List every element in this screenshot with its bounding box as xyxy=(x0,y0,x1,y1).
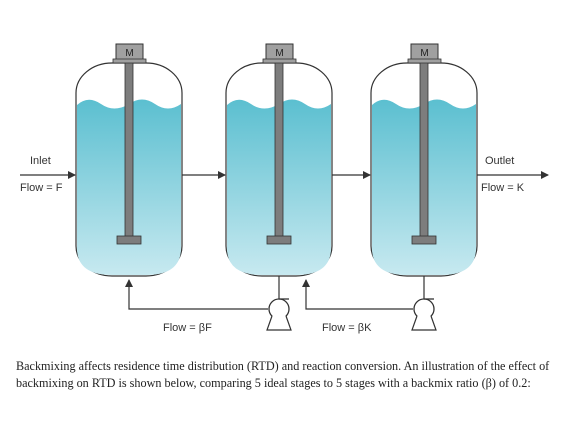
tank-2-impeller xyxy=(266,235,292,245)
recycle-2-flow-label: Flow = βK xyxy=(322,322,372,334)
recycle-loop-1: Flow = βF xyxy=(125,276,292,334)
recycle-2-pump xyxy=(411,298,437,331)
tank-2: M xyxy=(225,43,333,277)
tank-3-motor-label: M xyxy=(420,48,428,59)
tank-1-motor-mount xyxy=(112,58,147,64)
caption-text: Backmixing affects residence time distri… xyxy=(16,359,550,390)
outlet-label: Outlet xyxy=(485,155,514,167)
tank-3-shaft xyxy=(419,61,429,241)
tank-2-motor-label: M xyxy=(275,48,283,59)
recycle-loop-2: Flow = βK xyxy=(302,276,437,334)
recycle-1-pump xyxy=(266,298,292,331)
tank-3-motor-mount xyxy=(407,58,442,64)
recycle-1-flow-label: Flow = βF xyxy=(163,322,212,334)
recycle-2-return-line xyxy=(302,279,413,310)
tank-1-motor-label: M xyxy=(125,48,133,59)
tank-3: M xyxy=(370,43,478,277)
outlet-flow-label: Flow = K xyxy=(481,182,525,194)
recycle-1-return-line xyxy=(125,279,268,310)
tank-1-impeller xyxy=(116,235,142,245)
tank-3-impeller xyxy=(411,235,437,245)
cstr-cascade-diagram: M M M Inlet Flow = F Outlet Flow = K xyxy=(20,43,549,334)
tank-1-shaft xyxy=(124,61,134,241)
tank-2-motor-mount xyxy=(262,58,297,64)
inlet-flow-label: Flow = F xyxy=(20,182,63,194)
tank-2-shaft xyxy=(274,61,284,241)
tank-1: M xyxy=(75,43,183,277)
inlet-label: Inlet xyxy=(30,155,51,167)
